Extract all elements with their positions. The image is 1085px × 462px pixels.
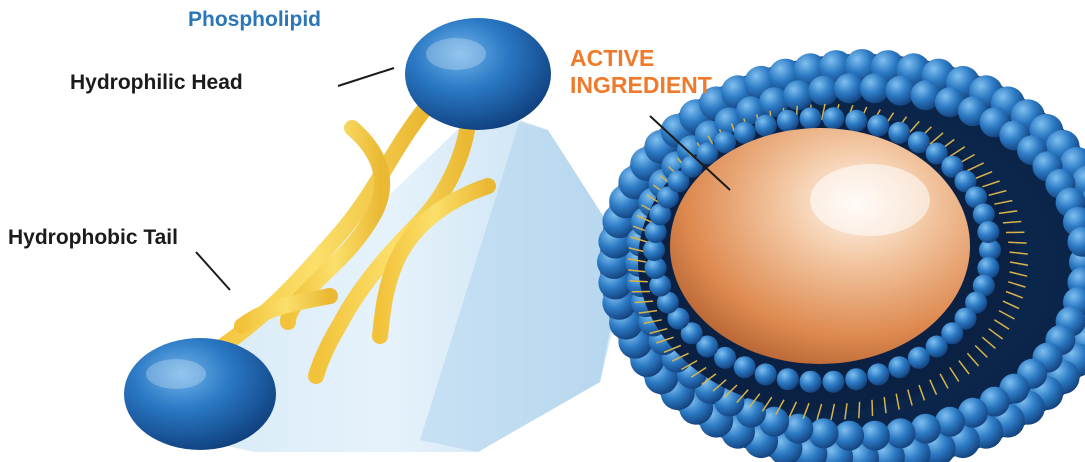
active-ingredient-line-2: INGREDIENT <box>570 72 712 99</box>
inner-bead <box>755 115 777 137</box>
tail-leader-line <box>196 252 230 290</box>
core-highlight <box>810 164 930 236</box>
outer-bead <box>783 80 813 110</box>
inner-bead <box>755 363 777 385</box>
outer-bead <box>860 421 890 451</box>
head-leader-line <box>338 68 394 86</box>
active-ingredient-label: ACTIVE INGREDIENT <box>570 45 712 99</box>
phospholipid-head-top-gloss <box>426 38 486 70</box>
bilayer-tail-hair <box>872 400 873 416</box>
inner-bead <box>734 122 756 144</box>
inner-bead <box>888 356 910 378</box>
phospholipid-head-top <box>405 18 551 130</box>
inner-bead <box>908 347 930 369</box>
outer-bead <box>809 418 839 448</box>
inner-bead <box>734 356 756 378</box>
phospholipid-head-bottom <box>124 338 276 450</box>
outer-bead <box>886 418 916 448</box>
bilayer-tail-hair <box>859 402 860 418</box>
inner-bead <box>714 131 736 153</box>
hydrophilic-head-label: Hydrophilic Head <box>70 71 243 95</box>
outer-bead <box>911 414 941 444</box>
inner-bead <box>845 368 867 390</box>
outer-bead <box>860 73 890 103</box>
inner-bead <box>777 368 799 390</box>
outer-bead <box>886 76 916 106</box>
inner-bead <box>777 110 799 132</box>
inner-bead <box>800 371 822 393</box>
phospholipid-head-bottom-gloss <box>146 359 206 389</box>
bilayer-tail-hair <box>1008 242 1026 243</box>
inner-bead <box>823 107 845 129</box>
inner-bead <box>867 115 889 137</box>
outer-bead <box>834 73 864 103</box>
active-ingredient-core <box>670 128 970 364</box>
bilayer-tail-hair <box>629 281 647 282</box>
hydrophobic-tail-label: Hydrophobic Tail <box>8 226 178 250</box>
outer-bead <box>834 421 864 451</box>
inner-bead <box>867 363 889 385</box>
inner-bead <box>977 221 999 243</box>
liposome <box>597 49 1085 462</box>
inner-bead <box>800 107 822 129</box>
active-ingredient-line-1: ACTIVE <box>570 45 712 72</box>
phospholipid-title: Phospholipid <box>188 8 321 32</box>
outer-bead <box>809 76 839 106</box>
inner-bead <box>888 122 910 144</box>
inner-bead <box>845 110 867 132</box>
inner-bead <box>823 371 845 393</box>
